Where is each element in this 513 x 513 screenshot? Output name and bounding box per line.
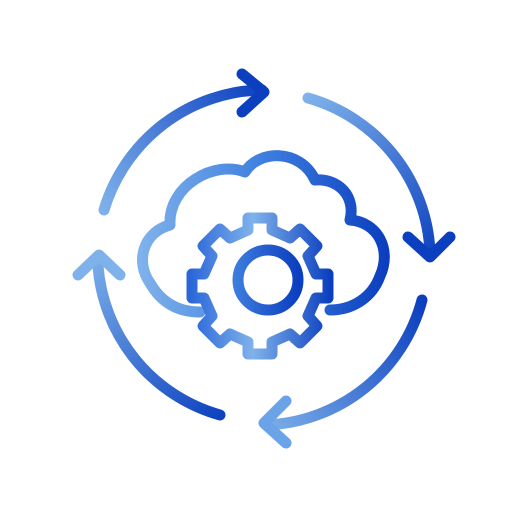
- refresh-arrow-left: [72, 249, 226, 421]
- gear-hub: [232, 244, 304, 316]
- refresh-arrow-right: [302, 92, 456, 263]
- cloud-outline: [137, 150, 390, 318]
- refresh-arrow-top: [98, 68, 270, 216]
- gear-outline: [186, 212, 334, 360]
- refresh-arrow-bottom: [258, 294, 428, 449]
